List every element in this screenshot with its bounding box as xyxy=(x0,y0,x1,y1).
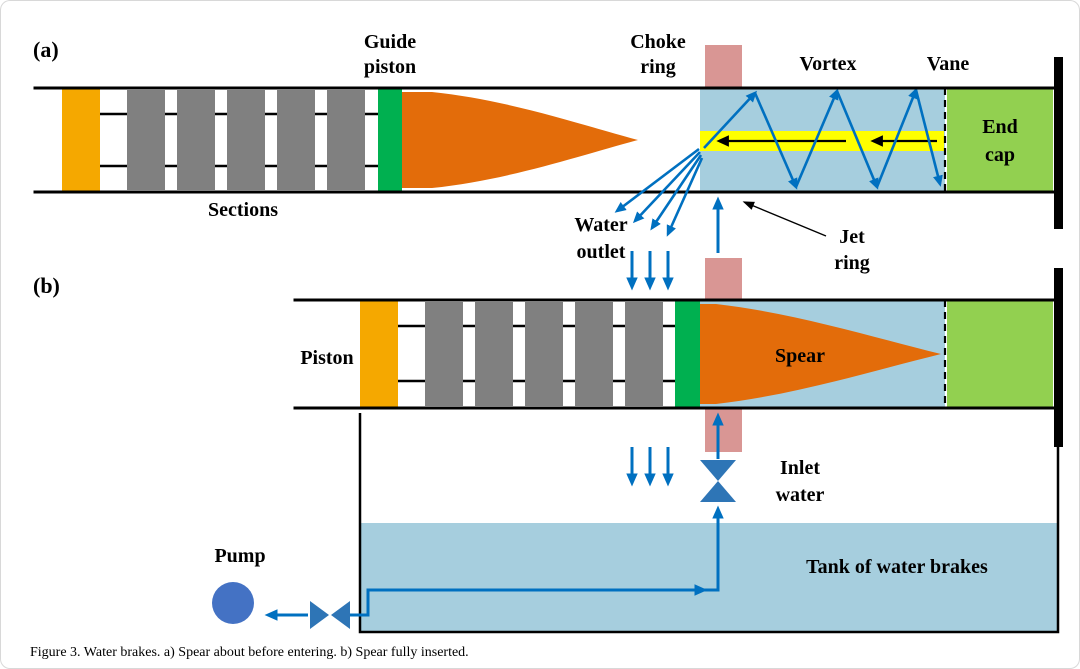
vortex-arrow xyxy=(875,87,918,188)
pump-valve xyxy=(310,601,329,629)
panel-a-tag: (a) xyxy=(33,37,59,62)
guide-piston-label: piston xyxy=(364,56,416,78)
pump-pipe xyxy=(350,505,724,617)
water-outlet-arrows xyxy=(614,147,704,237)
guide-piston-block xyxy=(675,300,700,408)
piston-block xyxy=(360,300,398,408)
panel-b-tag: (b) xyxy=(33,273,60,298)
end-cap-block xyxy=(947,300,1053,408)
water-outlet-label: outlet xyxy=(577,241,626,263)
tank-water xyxy=(361,523,1057,631)
guide-piston-label: Guide xyxy=(364,31,416,53)
choke-ring-upper xyxy=(705,258,742,300)
jet-ring-label: Jet xyxy=(839,226,865,248)
section-block xyxy=(425,302,463,406)
outlet-arrow xyxy=(650,154,703,231)
end-cap-label: cap xyxy=(985,144,1015,166)
vortex-arrow xyxy=(835,90,879,190)
spear-shape xyxy=(402,92,638,188)
section-block xyxy=(475,302,513,406)
vortex-arrow xyxy=(703,90,758,149)
jet-ring-label: ring xyxy=(834,252,870,274)
end-barrier xyxy=(1054,57,1063,229)
spear-label: Spear xyxy=(775,345,825,367)
section-block xyxy=(277,90,315,190)
pump-valve xyxy=(331,601,350,629)
pump-circle xyxy=(212,582,254,624)
vortex-label: Vortex xyxy=(799,53,856,75)
spear-shape xyxy=(700,304,941,404)
choke-ring-label: ring xyxy=(640,56,676,78)
jet-ring-pointer xyxy=(742,201,827,237)
piston-label: Piston xyxy=(300,347,353,369)
section-block xyxy=(525,302,563,406)
choke-ring-lower xyxy=(705,408,742,452)
inlet-water-label: water xyxy=(776,484,825,506)
section-block xyxy=(177,90,215,190)
vortex-arrow xyxy=(914,89,943,187)
water-flow-down-arrows xyxy=(626,251,674,291)
choke-ring-label: Choke xyxy=(630,31,686,53)
vortex-arrow xyxy=(794,88,839,188)
outlet-arrow xyxy=(632,151,701,224)
tank-label: Tank of water brakes xyxy=(806,556,988,578)
section-block xyxy=(625,302,663,406)
vortex-arrows xyxy=(703,87,943,190)
end-cap-block xyxy=(947,88,1053,192)
outlet-arrow xyxy=(666,157,704,237)
outlet-arrow xyxy=(614,147,700,213)
sections-label: Sections xyxy=(208,199,278,221)
panel-a: (a) xyxy=(33,31,1063,274)
section-block xyxy=(227,90,265,190)
section-block xyxy=(127,90,165,190)
section-block xyxy=(575,302,613,406)
figure-caption: Figure 3. Water brakes. a) Spear about b… xyxy=(30,645,469,660)
inlet-valve xyxy=(700,460,736,481)
water-flow-down-arrows xyxy=(626,447,674,487)
inlet-valve xyxy=(700,481,736,502)
pump-label: Pump xyxy=(214,545,265,567)
vortex-arrow xyxy=(753,92,798,190)
tank-outline xyxy=(358,413,1060,634)
piston-block xyxy=(62,88,100,192)
end-cap-label: End xyxy=(982,116,1018,138)
guide-piston-block xyxy=(378,88,402,192)
choke-ring-upper xyxy=(705,45,742,88)
section-block xyxy=(327,90,365,190)
panel-b: (b) xyxy=(33,258,1063,634)
vane-label: Vane xyxy=(927,53,970,75)
water-outlet-label: Water xyxy=(574,214,627,236)
inlet-water-label: Inlet xyxy=(780,457,820,479)
end-barrier xyxy=(1054,268,1063,447)
